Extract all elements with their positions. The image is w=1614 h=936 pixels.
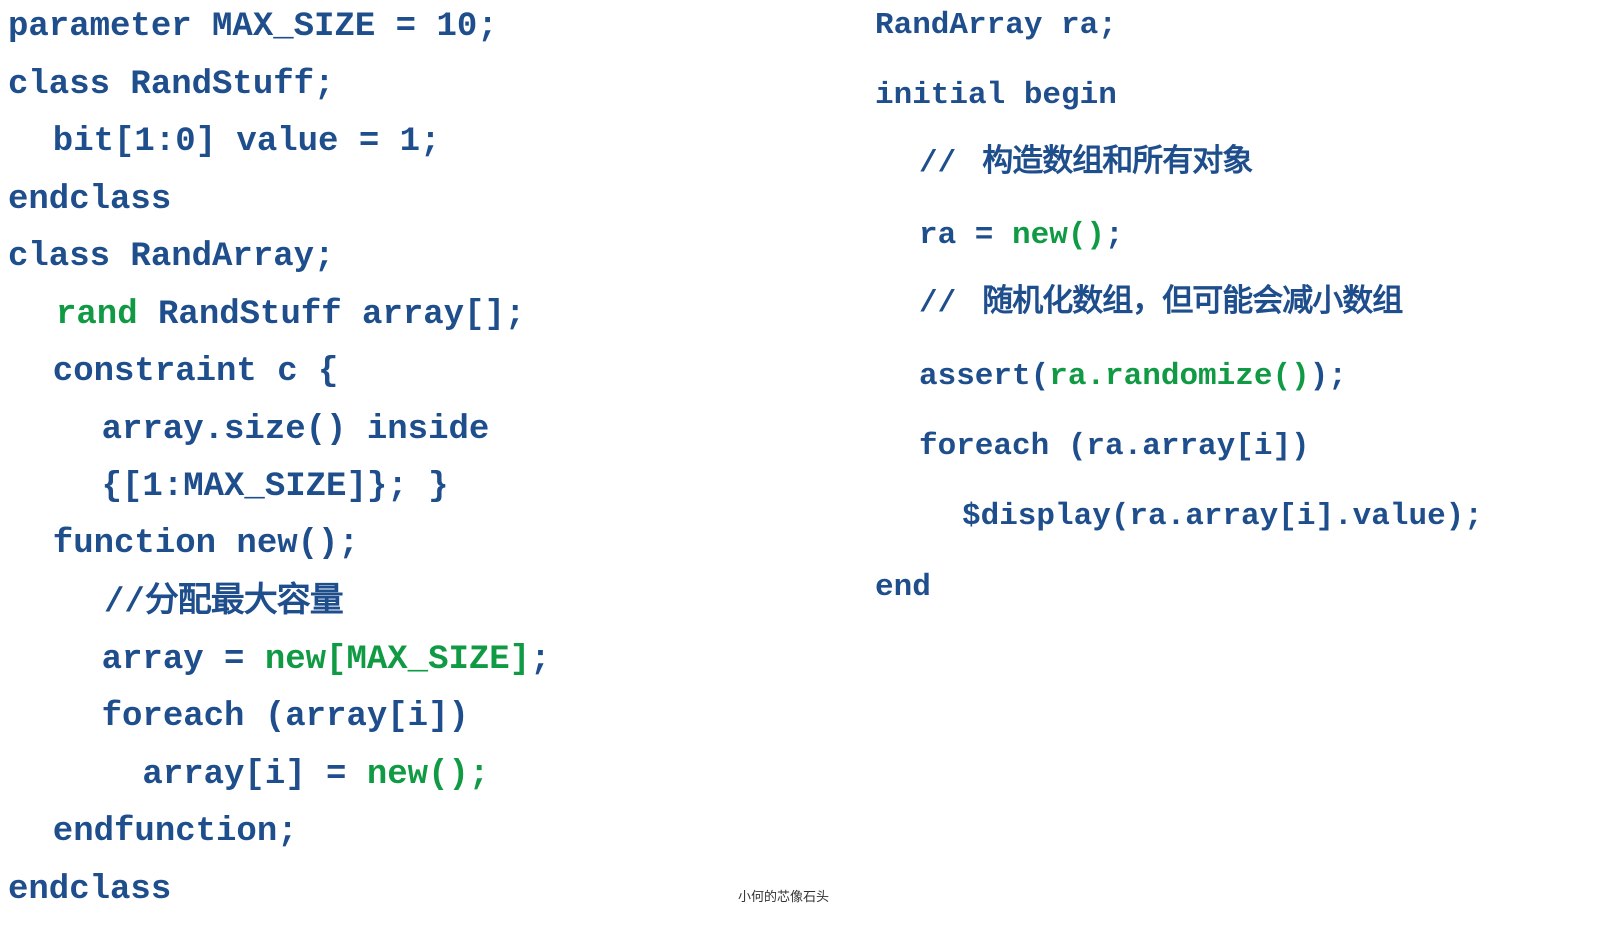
code-line-endfunction: endfunction;: [12, 813, 298, 851]
code-line-display: $display(ra.array[i].value);: [962, 499, 1483, 534]
keyword-randomize: ra.randomize(): [1049, 359, 1310, 394]
keyword-new-max: new[MAX_SIZE]: [264, 641, 531, 679]
comment-slashes: //: [919, 286, 957, 321]
code-line-bit-value: bit[1:0] value = 1;: [12, 123, 441, 161]
code-line-comment-construct: // 构造数组和所有对象: [919, 143, 1253, 181]
code-line-randarray-ra: RandArray ra;: [875, 8, 1117, 43]
code-text: );: [1309, 359, 1347, 394]
code-line-parameter: parameter MAX_SIZE = 10;: [8, 8, 498, 46]
code-text: array =: [20, 641, 265, 679]
code-text: ;: [530, 641, 551, 679]
comment-text: 随机化数组，但可能会减小数组: [982, 283, 1403, 319]
keyword-new: new(): [1012, 218, 1106, 253]
code-text: ra =: [919, 218, 1013, 253]
comment-slashes: //: [104, 584, 145, 622]
code-line-constraint: constraint c {: [12, 353, 339, 391]
code-text: array[i] =: [20, 756, 367, 794]
code-line-ra-new: ra = new();: [919, 220, 1124, 251]
code-line-class-randstuff: class RandStuff;: [8, 66, 335, 104]
code-line-comment-randomize: // 随机化数组，但可能会减小数组: [919, 283, 1403, 321]
watermark: 小何的芯像石头: [738, 890, 830, 905]
code-line-endclass-2: endclass: [8, 871, 172, 909]
code-line-foreach-ra: foreach (ra.array[i]): [919, 429, 1310, 464]
code-line-end: end: [875, 570, 931, 605]
code-line-rand-array: rand RandStuff array[];: [56, 298, 525, 332]
code-text: assert(: [919, 359, 1050, 394]
code-line-array-size: array.size() inside: [20, 411, 490, 449]
code-line-comment-alloc: //分配最大容量: [104, 580, 344, 622]
code-line-endclass-1: endclass: [8, 181, 172, 219]
keyword-rand: rand: [56, 296, 138, 334]
code-line-foreach-array: foreach (array[i]): [20, 698, 469, 736]
code-line-class-randarray: class RandArray;: [8, 238, 335, 276]
keyword-new: new();: [366, 756, 490, 794]
code-line-function-new: function new();: [12, 525, 359, 563]
comment-text: 构造数组和所有对象: [982, 143, 1253, 179]
code-line-array-new: array = new[MAX_SIZE];: [20, 643, 551, 677]
code-line-initial-begin: initial begin: [875, 78, 1117, 113]
code-line-array-i-new: array[i] = new();: [20, 758, 489, 792]
code-text: ;: [1105, 218, 1124, 253]
code-line-max-size-range: {[1:MAX_SIZE]}; }: [20, 468, 449, 506]
comment-text: 分配最大容量: [144, 580, 344, 620]
comment-slashes: //: [919, 146, 957, 181]
code-line-assert: assert(ra.randomize());: [919, 361, 1347, 392]
code-text: RandStuff array[];: [137, 296, 526, 334]
